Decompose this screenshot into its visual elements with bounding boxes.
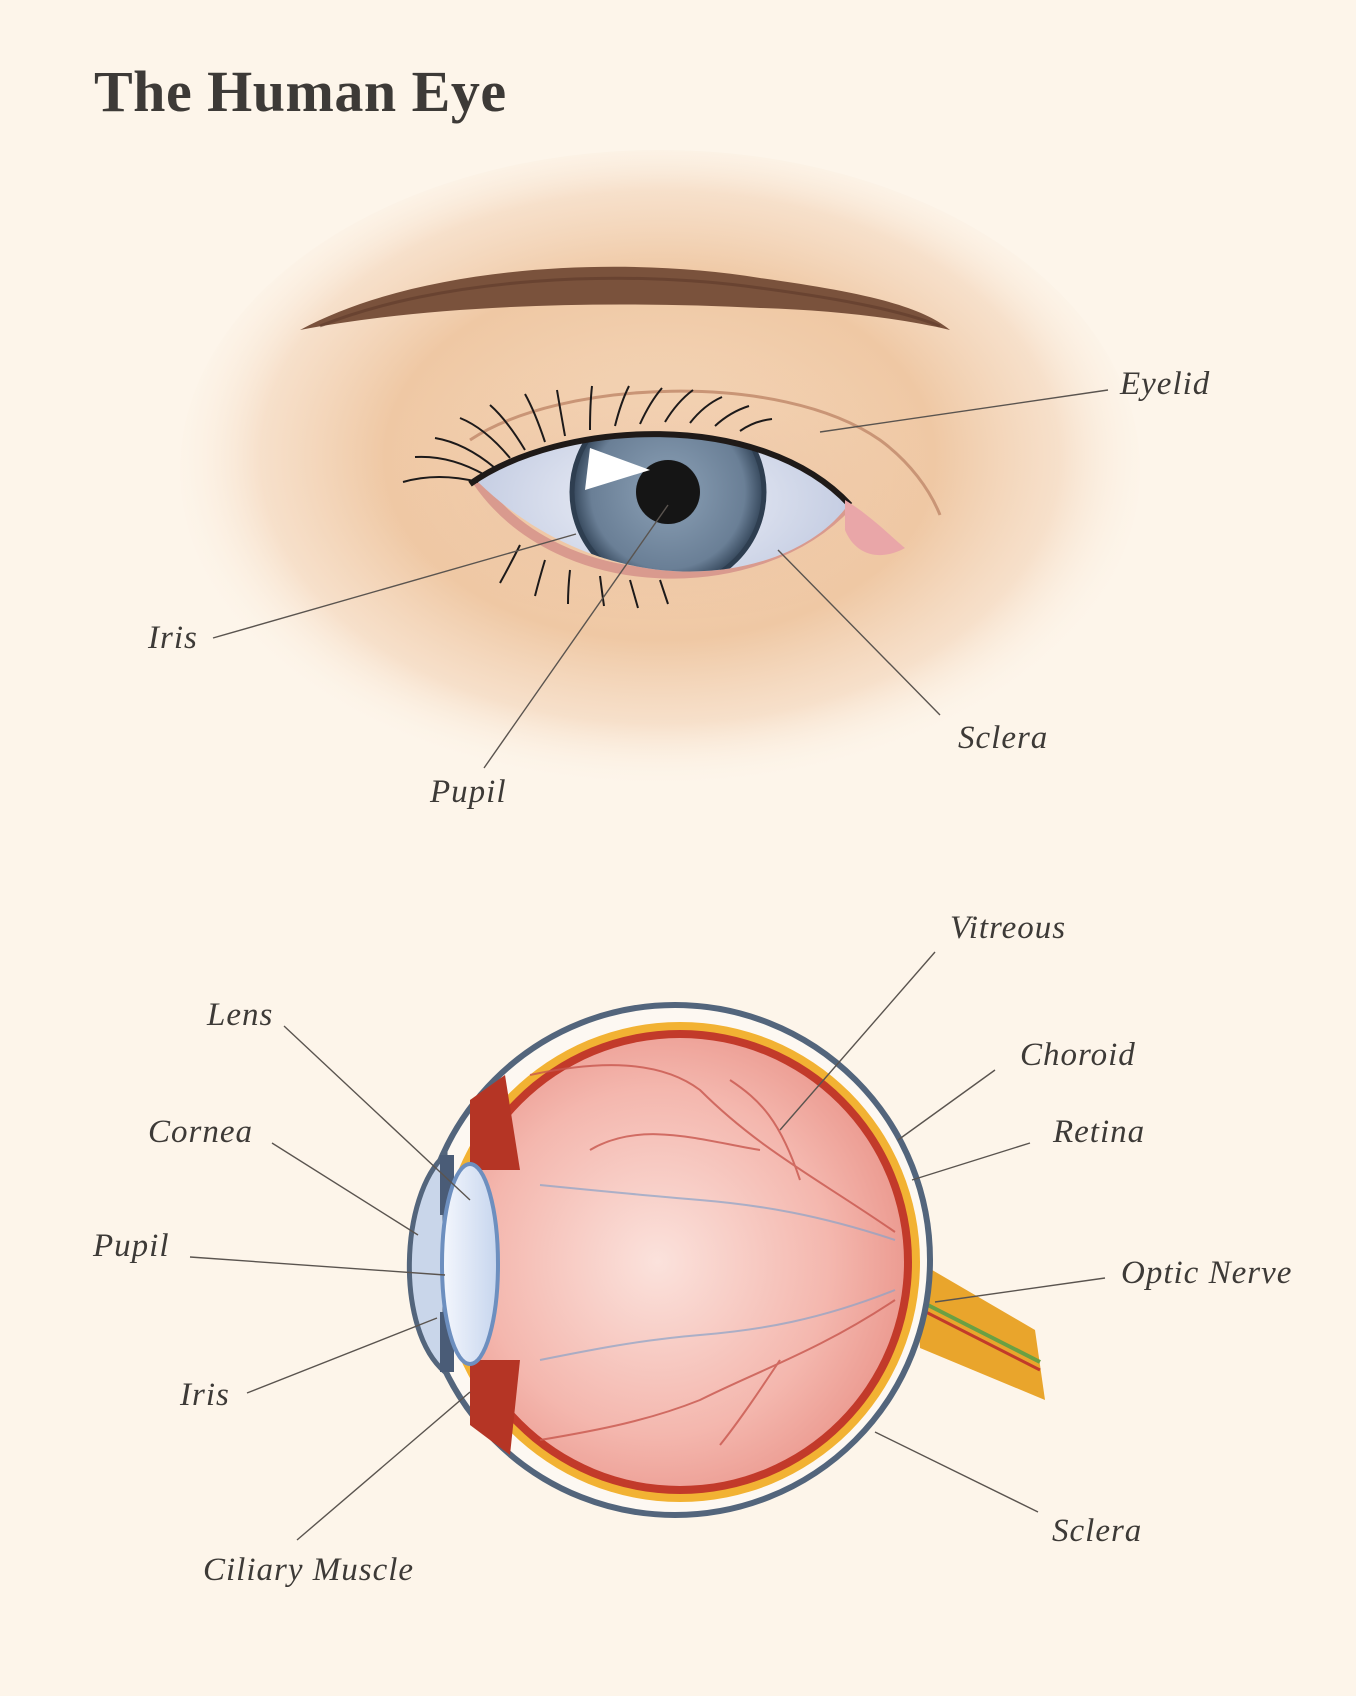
cornea-leader-line — [271, 1142, 419, 1236]
iris2-leader-line — [246, 1317, 438, 1394]
ciliary-muscle-upper — [470, 1075, 520, 1170]
pupil2-leader-line — [189, 1256, 446, 1276]
vitreous-leader-line — [779, 951, 936, 1131]
iris-cross-section-label: Iris — [180, 1377, 230, 1413]
ciliary-muscle-lower — [470, 1360, 520, 1455]
tear-duct — [845, 500, 905, 556]
pupil-disc — [636, 460, 700, 524]
vitreous-body — [456, 1038, 904, 1486]
pupil-leader-line — [483, 504, 669, 769]
eyelid-crease — [469, 389, 942, 516]
page-title: The Human Eye — [94, 59, 507, 124]
retina-leader-line — [911, 1142, 1031, 1181]
pupil-label: Pupil — [430, 774, 507, 810]
eye-highlight — [585, 448, 650, 490]
external-eye — [180, 150, 1140, 790]
ciliary-muscle-leader-line — [296, 1391, 471, 1541]
sclera-label: Sclera — [958, 720, 1049, 756]
iris-label: Iris — [148, 620, 198, 656]
ciliary-muscle-label: Ciliary Muscle — [203, 1552, 415, 1588]
cornea-label: Cornea — [148, 1114, 253, 1150]
cross-section-eye — [189, 951, 1106, 1541]
iris-leader-line — [212, 533, 577, 639]
sclera-cross-section-label: Sclera — [1052, 1513, 1143, 1549]
eyebrow — [300, 266, 950, 330]
choroid-leader-line — [897, 1069, 996, 1141]
lens-label: Lens — [207, 997, 274, 1033]
sclera2-leader-line — [874, 1431, 1039, 1513]
eyelashes — [402, 385, 773, 609]
optic-nerve-label: Optic Nerve — [1121, 1255, 1293, 1291]
cornea-shape — [406, 1149, 448, 1378]
optic-nerve-leader-line — [934, 1277, 1106, 1303]
choroid-label: Choroid — [1020, 1037, 1136, 1073]
retina-label: Retina — [1053, 1114, 1146, 1150]
pupil-cross-section-label: Pupil — [93, 1228, 170, 1264]
sclera-leader-line — [777, 549, 941, 716]
vitreous-label: Vitreous — [950, 910, 1067, 946]
eyelid-leader-line — [819, 389, 1109, 433]
lens-leader-line — [283, 1025, 471, 1201]
blood-vessels — [529, 1064, 896, 1446]
eyelid-label: Eyelid — [1120, 366, 1211, 402]
upper-eyelid-line — [468, 431, 853, 508]
lens-shape — [440, 1162, 500, 1366]
